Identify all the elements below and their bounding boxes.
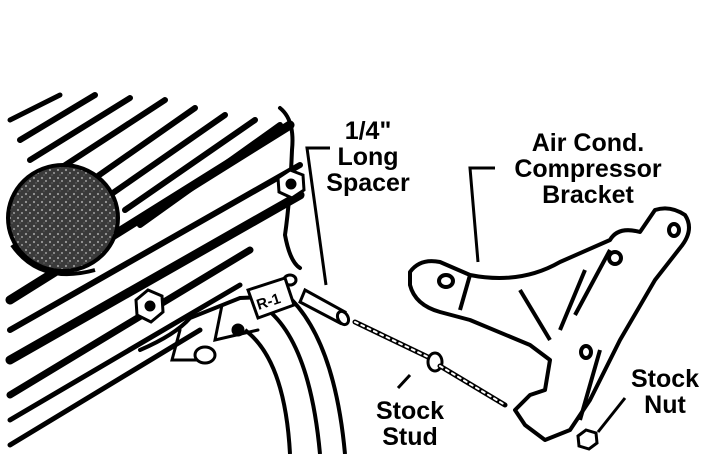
- spacer-label-line3: Spacer: [326, 169, 410, 197]
- spacer-label: 1/4" Long Spacer: [318, 118, 418, 196]
- spacer-label-line1: 1/4": [344, 117, 392, 145]
- bracket-label-line2: Compressor: [514, 155, 662, 183]
- spacer-label-line2: Long: [337, 143, 399, 171]
- nut-label-line1: Stock: [630, 365, 700, 393]
- compressor-bracket: [408, 206, 691, 442]
- part-tag-r1: R-1: [246, 276, 296, 320]
- stud-label-line2: Stud: [382, 423, 438, 451]
- block-hole: [231, 323, 245, 337]
- bracket-label-line1: Air Cond.: [531, 129, 645, 157]
- engine-block: [5, 92, 305, 448]
- hex-bolt-lower: [134, 288, 165, 324]
- curved-hose: [243, 298, 347, 455]
- stud-label: Stock Stud: [355, 398, 465, 450]
- stud-label-line1: Stock: [375, 397, 445, 425]
- bracket-label-line3: Bracket: [542, 181, 634, 209]
- hex-bolt-upper: [276, 168, 306, 200]
- stud-part: [352, 319, 508, 408]
- spacer-part: [298, 287, 351, 327]
- block-hole: [193, 345, 217, 365]
- bracket-label: Air Cond. Compressor Bracket: [488, 130, 688, 208]
- nut-label: Stock Nut: [615, 366, 715, 418]
- nut-part: [576, 428, 599, 451]
- part-tag-text: R-1: [255, 290, 283, 314]
- nut-label-line2: Nut: [644, 391, 686, 419]
- port-opening: [6, 163, 120, 273]
- leader-lines: [305, 146, 627, 433]
